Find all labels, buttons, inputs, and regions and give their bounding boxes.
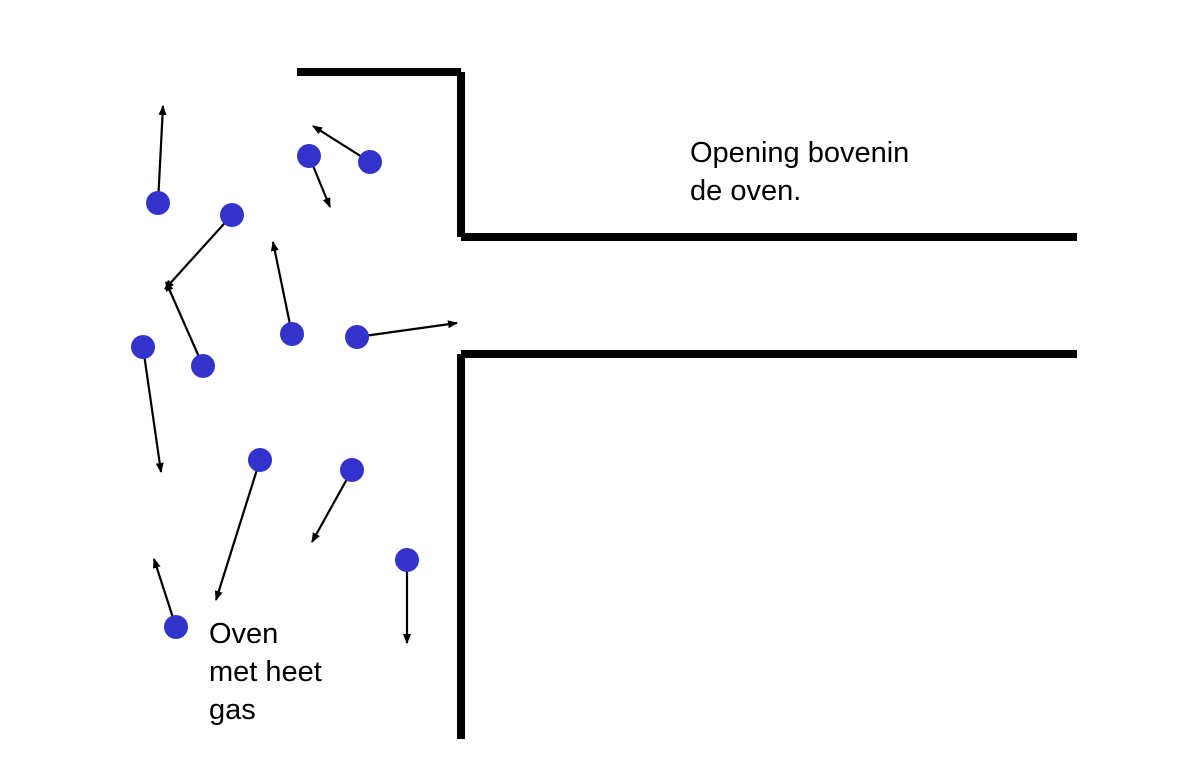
velocity-arrow xyxy=(141,346,164,473)
gas-molecule xyxy=(248,448,272,472)
velocity-arrow xyxy=(164,281,205,367)
velocity-arrow xyxy=(164,214,233,290)
opening-label-line-1: Opening bovenin xyxy=(690,137,910,169)
gas-molecule xyxy=(340,458,364,482)
gas-molecules xyxy=(131,144,419,639)
velocity-arrow xyxy=(214,459,262,601)
oven-label-line-1: Oven xyxy=(209,618,279,650)
oven-walls xyxy=(297,68,1077,739)
gas-molecule xyxy=(395,548,419,572)
gas-molecule xyxy=(191,354,215,378)
gas-molecule xyxy=(164,615,188,639)
velocity-arrows xyxy=(141,105,458,644)
gas-molecule xyxy=(345,325,369,349)
velocity-arrow xyxy=(156,105,167,204)
gas-molecule xyxy=(146,191,170,215)
gas-molecule xyxy=(297,144,321,168)
gas-molecule xyxy=(131,335,155,359)
oven-label: Oven met heet gas xyxy=(209,615,322,729)
oven-label-line-3: gas xyxy=(209,694,256,726)
opening-label-line-2: de oven. xyxy=(690,175,802,207)
velocity-arrow xyxy=(270,241,294,335)
gas-molecule xyxy=(358,150,382,174)
gas-molecule xyxy=(280,322,304,346)
gas-molecule xyxy=(220,203,244,227)
velocity-arrow xyxy=(356,320,458,339)
velocity-arrow xyxy=(311,469,353,543)
oven-label-line-2: met heet xyxy=(209,656,322,688)
opening-label: Opening bovenin de oven. xyxy=(690,134,909,210)
